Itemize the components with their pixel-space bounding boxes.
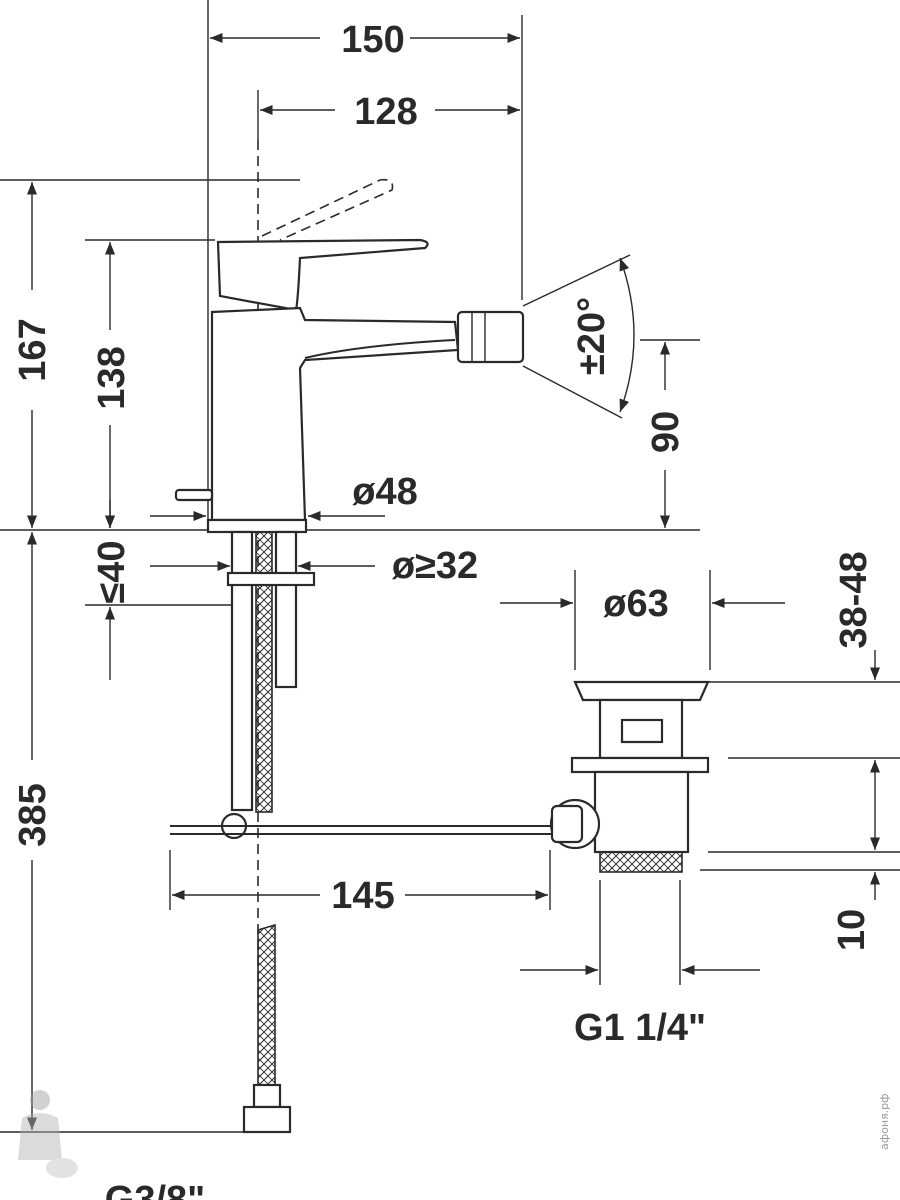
watermark-figure-icon (18, 1090, 78, 1178)
watermark-text: афоня.рф (878, 1093, 891, 1150)
dim-height-lever: 138 (91, 346, 133, 409)
dimension-lines (26, 32, 881, 1130)
extension-lines (0, 0, 900, 1133)
dim-deck-thickness: ≤40 (91, 540, 133, 603)
dim-angle: ±20° (571, 297, 613, 375)
dim-base-diameter: ø48 (352, 471, 417, 513)
dim-width-spout: 128 (354, 91, 417, 133)
dim-waste-thread: G1 1/4" (574, 1007, 706, 1049)
dim-width-overall: 150 (341, 19, 404, 61)
dim-supply-thread: G3/8" (105, 1179, 205, 1200)
dim-thread-size: 10 (831, 909, 873, 951)
dim-waste-range: 38-48 (833, 551, 875, 648)
waste-assembly (549, 680, 710, 873)
dim-waste-diameter: ø63 (603, 583, 668, 625)
dim-hole-diameter: ø≥32 (392, 545, 478, 587)
faucet-body (170, 178, 552, 1134)
dim-rod-length: 145 (331, 875, 394, 917)
dim-height-total: 167 (12, 318, 54, 381)
dim-below-deck: 385 (12, 783, 54, 846)
dim-height-jet: 90 (645, 411, 687, 453)
